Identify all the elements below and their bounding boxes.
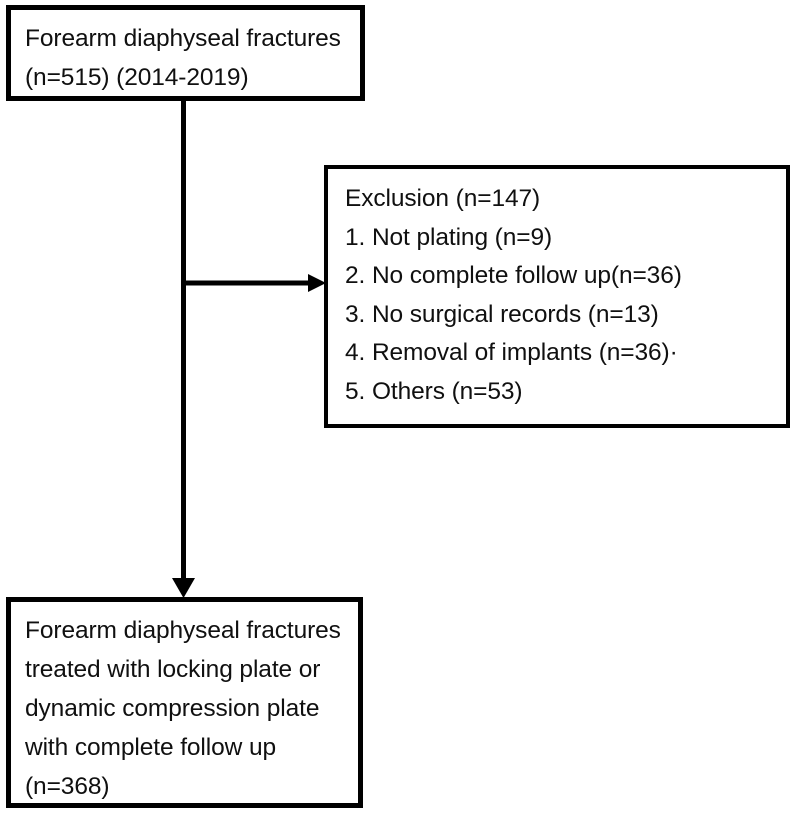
node-source-line-2: (n=515) (2014-2019) [25, 64, 249, 91]
node-source-population: Forearm diaphyseal fractures (n=515) (20… [6, 5, 365, 101]
node-exclusion-item-3: 3. No surgical records (n=13) [345, 300, 659, 328]
node-exclusion: Exclusion (n=147) 1. Not plating (n=9) 2… [324, 165, 790, 428]
node-included-line-4: with complete follow up [25, 734, 276, 761]
node-included-population: Forearm diaphyseal fractures treated wit… [6, 597, 363, 808]
node-source-text: Forearm diaphyseal fractures (n=515) (20… [11, 10, 360, 97]
node-exclusion-text: Exclusion (n=147) 1. Not plating (n=9) 2… [328, 169, 786, 411]
node-included-line-1: Forearm diaphyseal fractures [25, 617, 341, 644]
node-included-line-3: dynamic compression plate [25, 695, 320, 722]
node-exclusion-item-4: 4. Removal of implants (n=36)· [345, 339, 678, 366]
node-exclusion-item-1: 1. Not plating (n=9) [345, 223, 553, 251]
node-exclusion-heading: Exclusion (n=147) [345, 185, 541, 212]
node-exclusion-item-5: 5. Others (n=53) [345, 377, 523, 405]
arrowhead-down-icon [172, 578, 195, 598]
node-included-line-2: treated with locking plate or [25, 656, 321, 683]
node-included-line-5: (n=368) [25, 773, 110, 800]
node-included-text: Forearm diaphyseal fractures treated wit… [11, 602, 358, 806]
node-exclusion-item-2: 2. No complete follow up(n=36) [345, 262, 682, 289]
node-source-line-1: Forearm diaphyseal fractures [25, 25, 341, 52]
